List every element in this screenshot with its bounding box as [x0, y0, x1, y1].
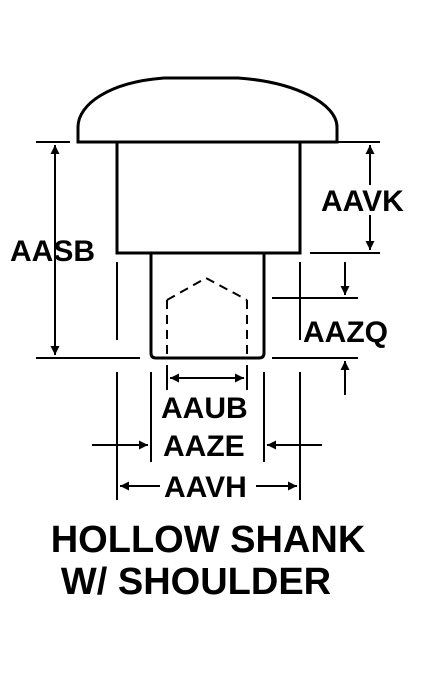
shank-outline	[149, 253, 266, 360]
label-aazq: AAZQ	[303, 316, 388, 349]
caption-line-1: HOLLOW SHANK	[51, 519, 366, 561]
label-aasb: AASB	[10, 235, 95, 268]
label-aaze: AAZE	[163, 430, 245, 463]
caption-line-2: W/ SHOULDER	[61, 561, 331, 603]
dimension-lines	[50, 145, 375, 491]
label-aavh: AAVH	[164, 471, 247, 504]
head-outline	[76, 76, 339, 144]
extension-lines	[36, 141, 380, 500]
hidden-bore	[166, 276, 248, 358]
label-aaub: AAUB	[161, 392, 248, 425]
label-aavk: AAVK	[321, 185, 404, 218]
shoulder-outline	[115, 140, 302, 255]
